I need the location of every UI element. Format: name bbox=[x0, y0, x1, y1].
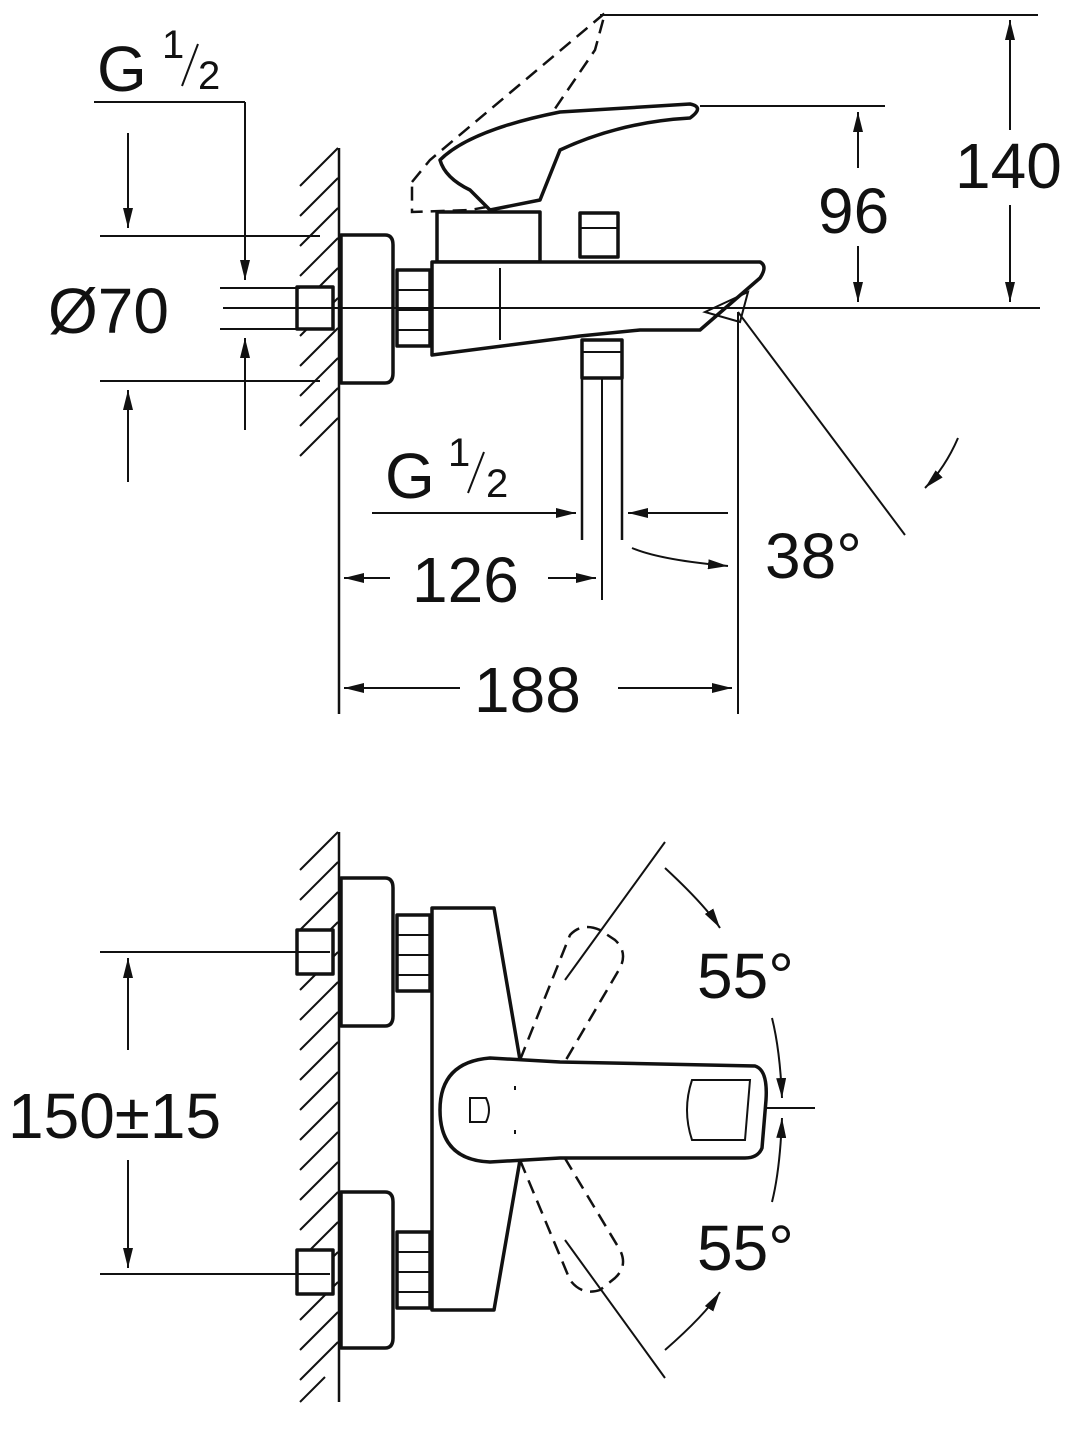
wall-front bbox=[299, 831, 341, 1403]
lever-up-outline bbox=[518, 925, 625, 1072]
indicator-mark bbox=[469, 1097, 490, 1123]
svg-text:G: G bbox=[385, 440, 435, 512]
svg-text:1: 1 bbox=[448, 431, 470, 475]
escutcheon-bottom bbox=[339, 1190, 395, 1350]
lever-down-outline bbox=[518, 1148, 625, 1293]
angle-down-label: 55° bbox=[697, 1212, 794, 1284]
height-spout-label: 96 bbox=[818, 175, 889, 247]
angle-outlet-label: 38° bbox=[765, 520, 862, 592]
height-total-label: 140 bbox=[955, 130, 1062, 202]
hex-nut-top bbox=[395, 913, 432, 993]
thread-wall-label: G 1 2 bbox=[97, 23, 220, 105]
hex-nut-bottom bbox=[395, 1230, 432, 1310]
diverter-knob bbox=[578, 211, 620, 259]
escutcheon-top bbox=[339, 876, 395, 1028]
wall-side bbox=[299, 147, 341, 714]
lever-handle-front bbox=[438, 1056, 769, 1164]
svg-text:G: G bbox=[97, 33, 147, 105]
svg-text:2: 2 bbox=[486, 462, 508, 506]
angle-up-label: 55° bbox=[697, 940, 794, 1012]
outlet-coupling bbox=[580, 338, 624, 380]
lever-grip bbox=[686, 1079, 752, 1141]
svg-text:1: 1 bbox=[162, 23, 184, 67]
side-view: Ø70 G 1 2 96 140 38° G 1 bbox=[48, 9, 1062, 726]
thread-outlet-label: G 1 2 bbox=[385, 431, 508, 512]
front-view: 55° 55° 150±15 bbox=[8, 831, 815, 1403]
centre-distance-label: 150±15 bbox=[8, 1080, 221, 1152]
width-outlet-label: 126 bbox=[412, 544, 519, 616]
valve-body bbox=[435, 210, 542, 264]
width-total-label: 188 bbox=[474, 654, 581, 726]
lever-handle bbox=[438, 102, 700, 212]
diameter-label: Ø70 bbox=[48, 275, 169, 347]
pipe-fitting-bottom bbox=[295, 1248, 335, 1296]
svg-text:2: 2 bbox=[198, 54, 220, 98]
